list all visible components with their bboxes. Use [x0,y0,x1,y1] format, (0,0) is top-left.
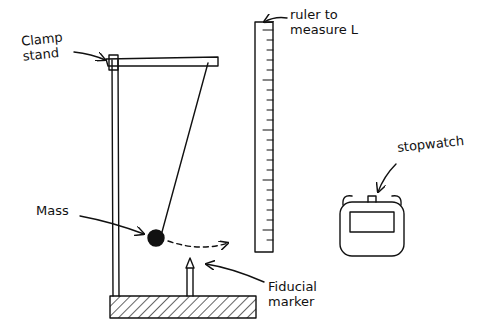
stopwatch-display [350,212,394,232]
ruler-tick [263,130,273,131]
ruler-tick [267,150,273,151]
ruler-tick [263,230,273,231]
stopwatch-body [340,202,404,256]
ruler-tick [267,110,273,111]
stand-label: Clamp stand [21,29,78,64]
fiducial-post [186,258,194,296]
leader-arrow [378,164,396,192]
ruler-tick [267,190,273,191]
clamp-boss [109,55,118,70]
leader-arrow [264,18,287,23]
pendulum-string [162,63,208,232]
pendulum-mass [148,230,164,246]
marker-label: Fiducial marker [268,280,334,310]
ruler-tick [267,240,273,241]
ruler-tick [267,120,273,121]
ruler-tick [267,170,273,171]
swing-arrow [168,241,228,247]
ruler [255,22,273,252]
ruler-tick [267,160,273,161]
ruler-tick [267,50,273,51]
ruler-tick [267,140,273,141]
stopwatch-buttons [343,196,401,205]
clamp-arm [106,57,218,66]
ruler-tick [267,210,273,211]
leader-arrow [80,216,144,234]
leader-arrow [74,52,105,60]
mass-label: Mass [36,204,80,219]
stand-pole [112,60,119,296]
ruler-tick [263,180,273,181]
ruler-tick [267,40,273,41]
ruler-tick [267,60,273,61]
ruler-tick [267,200,273,201]
ruler-tick [267,100,273,101]
ruler-label: ruler to measure L [290,8,360,38]
ruler-tick [263,30,273,31]
leader-arrow [206,264,264,282]
stopwatch-label: stopwatch [397,131,493,156]
ruler-tick [267,70,273,71]
ruler-tick [263,80,273,81]
ruler-tick [267,220,273,221]
stand-base [110,296,256,318]
ruler-tick [267,90,273,91]
